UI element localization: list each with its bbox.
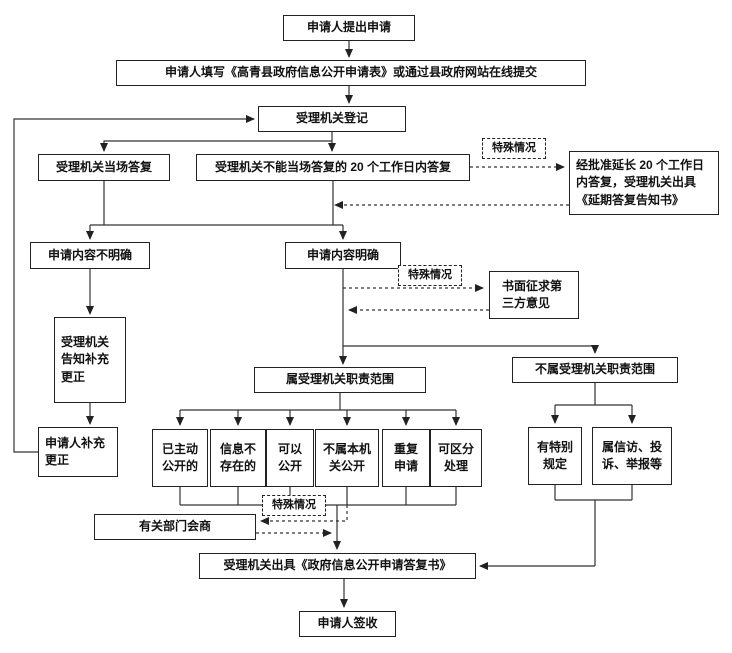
node-content-clear: 申请内容明确: [285, 242, 401, 269]
node-petition-complaint: 属信访、投诉、举报等: [592, 427, 672, 485]
node-repeat-application: 重复申请: [382, 429, 430, 487]
node-issue-reply-document: 受理机关出具《政府信息公开申请答复书》: [199, 553, 476, 579]
node-applicant-supplement: 申请人补充更正: [38, 427, 118, 477]
node-outside-agency-scope: 不属受理机关职责范围: [512, 357, 678, 383]
node-notify-supplement-correction: 受理机关告知补充更正: [54, 317, 126, 403]
node-separable-handling: 可区分处理: [430, 429, 482, 487]
node-within-agency-scope: 属受理机关职责范围: [254, 367, 426, 393]
node-department-consultation: 有关部门会商: [94, 514, 256, 540]
node-content-unclear: 申请内容不明确: [30, 242, 150, 269]
special-case-label-3: 特殊情况: [262, 495, 326, 516]
node-not-this-agency: 不属本机关公开: [315, 429, 379, 487]
node-can-disclose: 可以公开: [266, 429, 314, 487]
node-applicant-sign: 申请人签收: [299, 611, 396, 637]
node-agency-register: 受理机关登记: [258, 106, 406, 132]
node-third-party-opinion: 书面征求第三方意见: [489, 271, 579, 319]
special-case-label-2: 特殊情况: [398, 265, 462, 286]
node-extended-reply: 经批准延长 20 个工作日内答复，受理机关出具《延期答复告知书》: [569, 151, 719, 215]
node-already-disclosed: 已主动公开的: [152, 429, 208, 487]
node-fill-application-form: 申请人填写《高青县政府信息公开申请表》或通过县政府网站在线提交: [116, 60, 586, 86]
node-special-provisions: 有特别规定: [528, 427, 582, 485]
special-case-label-1: 特殊情况: [482, 138, 546, 159]
node-info-not-exist: 信息不存在的: [210, 429, 266, 487]
node-reply-within-20-days: 受理机关不能当场答复的 20 个工作日内答复: [196, 154, 470, 181]
node-onspot-reply: 受理机关当场答复: [38, 154, 170, 181]
node-applicant-submit: 申请人提出申请: [283, 15, 415, 41]
